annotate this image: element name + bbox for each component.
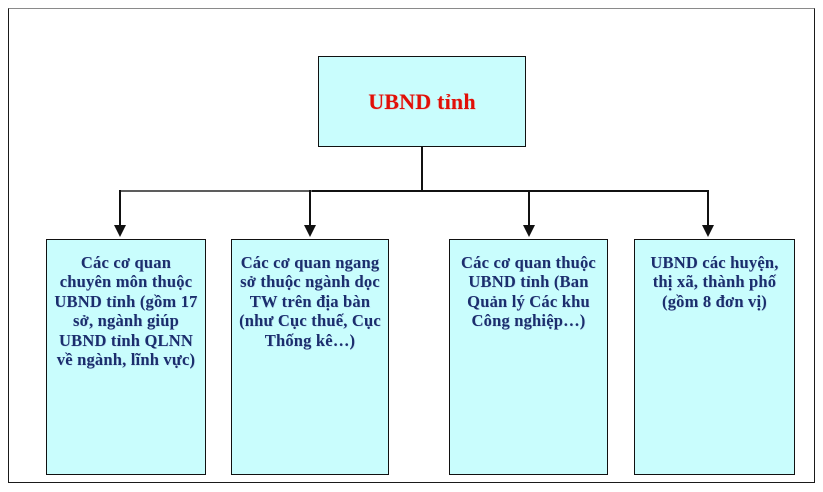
connector-horizontal-bus bbox=[119, 190, 708, 192]
diagram-frame: UBND tỉnh Các cơ quan chuyên môn thuộc U… bbox=[8, 8, 815, 483]
arrow-down-icon-3 bbox=[523, 225, 535, 237]
node-root-label: UBND tỉnh bbox=[368, 88, 476, 114]
node-child-4-label: UBND các huyện, thị xã, thành phố (gồm 8… bbox=[650, 253, 779, 311]
connector-branch-2 bbox=[309, 190, 311, 228]
connector-branch-1 bbox=[119, 190, 121, 228]
node-child-2-label: Các cơ quan ngang sở thuộc ngành dọc TW … bbox=[239, 253, 381, 350]
arrow-down-icon-4 bbox=[702, 225, 714, 237]
node-child-2: Các cơ quan ngang sở thuộc ngành dọc TW … bbox=[231, 239, 389, 475]
node-child-3-label: Các cơ quan thuộc UBND tỉnh (Ban Quản lý… bbox=[461, 253, 596, 331]
arrow-down-icon-1 bbox=[114, 225, 126, 237]
arrow-down-icon-2 bbox=[304, 225, 316, 237]
node-child-1-label: Các cơ quan chuyên môn thuộc UBND tỉnh (… bbox=[54, 253, 198, 370]
node-child-1: Các cơ quan chuyên môn thuộc UBND tỉnh (… bbox=[46, 239, 206, 475]
connector-horizontal-bus-left-segment bbox=[119, 190, 312, 192]
connector-branch-4 bbox=[707, 190, 709, 228]
node-child-4: UBND các huyện, thị xã, thành phố (gồm 8… bbox=[634, 239, 795, 475]
connector-branch-3 bbox=[528, 190, 530, 228]
connector-trunk-vertical bbox=[421, 147, 423, 191]
node-child-3: Các cơ quan thuộc UBND tỉnh (Ban Quản lý… bbox=[449, 239, 608, 475]
node-root: UBND tỉnh bbox=[318, 56, 526, 147]
